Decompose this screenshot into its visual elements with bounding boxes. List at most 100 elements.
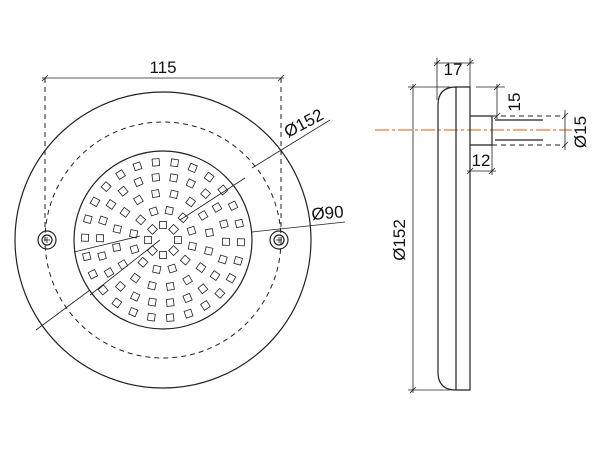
- grille-hole: [214, 287, 226, 299]
- grille-hole: [236, 238, 245, 247]
- grille-hole: [132, 161, 143, 172]
- grille-hole: [174, 236, 182, 244]
- grille-hole: [146, 312, 156, 322]
- grille-hole: [135, 214, 147, 226]
- grille-hole: [83, 214, 93, 224]
- grille-hole: [129, 244, 140, 255]
- screw-right: [269, 230, 289, 250]
- dim-line-115: [41, 74, 285, 82]
- grille-hole: [128, 307, 139, 318]
- outer-rim: [14, 91, 312, 389]
- grille-hole: [165, 281, 175, 291]
- leader-152: [35, 119, 331, 331]
- grille-hole: [200, 300, 211, 311]
- grille-hole: [97, 251, 107, 261]
- grille-hole: [111, 297, 123, 309]
- grille-hole: [151, 173, 161, 182]
- grille-hole: [146, 245, 158, 257]
- grille-hole: [148, 206, 159, 217]
- grille-hole: [177, 212, 189, 224]
- grille-hole: [200, 188, 212, 200]
- grille-hole: [168, 223, 180, 235]
- grille-hole: [159, 221, 167, 229]
- grille-hole: [100, 181, 112, 193]
- grille-hole: [97, 284, 109, 296]
- boss: [470, 115, 493, 146]
- grille-hole: [187, 241, 197, 251]
- dim-thickness-label: 17: [444, 60, 463, 79]
- grille-hole: [112, 224, 123, 234]
- front-view: 115 Ø152 Ø90: [14, 58, 346, 389]
- leader-90: [73, 177, 346, 296]
- grille-hole: [218, 254, 228, 265]
- grille-circle: [73, 150, 253, 330]
- grille-hole: [234, 218, 244, 229]
- grille-hole: [169, 189, 179, 200]
- dim-width-label: 115: [149, 58, 176, 77]
- grille-hole: [169, 173, 179, 183]
- grille-hole: [146, 223, 158, 235]
- grille-hole: [219, 219, 229, 229]
- dim-offset-label: 15: [505, 93, 524, 112]
- grille-hole: [183, 308, 194, 319]
- dim-line-d15: [561, 110, 569, 150]
- grille-hole: [152, 264, 162, 274]
- grille-hole: [81, 233, 90, 242]
- dim-line-15: [476, 83, 505, 120]
- dim-pipe-diameter-label: Ø15: [571, 116, 590, 148]
- grille-hole: [133, 194, 144, 206]
- grille-hole: [227, 200, 239, 211]
- grille-hole: [165, 313, 175, 322]
- grille-hole: [186, 225, 197, 236]
- grille-hole: [225, 272, 237, 284]
- screw-left: [37, 230, 57, 250]
- grille-hole: [89, 196, 101, 208]
- grille-hole: [204, 228, 214, 238]
- grille-hole: [217, 184, 229, 196]
- grille-hole: [129, 291, 141, 302]
- grille-hole: [87, 269, 99, 280]
- grille-hole: [182, 274, 193, 286]
- dim-grille-diameter-label: Ø90: [311, 202, 345, 224]
- grille-hole: [167, 263, 178, 274]
- grille-hole: [98, 215, 108, 226]
- grille-hole: [114, 280, 126, 292]
- grille-hole: [203, 246, 214, 256]
- grille-hole: [133, 176, 144, 188]
- grille-hole: [147, 297, 157, 307]
- grille-hole: [151, 189, 161, 199]
- grille-hole: [170, 158, 180, 168]
- grille-hole: [103, 267, 115, 278]
- grille-hole: [96, 234, 105, 243]
- grille-hole: [119, 206, 131, 218]
- grille-hole: [129, 272, 141, 284]
- grille-hole: [182, 292, 193, 304]
- grille-hole: [159, 251, 167, 259]
- dim-line-12: [466, 145, 496, 175]
- grille-hole: [209, 270, 221, 281]
- grille-holes: [81, 158, 245, 322]
- grille-hole: [165, 298, 175, 307]
- grille-hole: [105, 199, 117, 210]
- grille-hole: [179, 254, 191, 266]
- grille-hole: [221, 237, 230, 246]
- grille-hole: [144, 236, 152, 244]
- pipe-outline: [492, 115, 565, 146]
- grille-hole: [115, 169, 126, 180]
- grille-hole: [117, 185, 129, 197]
- dim-height-label: Ø152: [390, 219, 409, 261]
- grille-hole: [197, 283, 209, 295]
- grille-hole: [117, 259, 129, 270]
- dim-line-152: [408, 83, 450, 394]
- cover-profile: [437, 86, 471, 391]
- side-view: 17 15 12 Ø15 Ø152: [375, 58, 590, 394]
- grille-hole: [164, 206, 174, 216]
- grille-hole: [185, 196, 197, 208]
- grille-hole: [147, 280, 157, 291]
- dim-line-17: [433, 58, 474, 100]
- grille-hole: [203, 171, 215, 183]
- grille-hole: [112, 242, 122, 252]
- grille-hole: [197, 210, 209, 221]
- grille-hole: [137, 256, 149, 268]
